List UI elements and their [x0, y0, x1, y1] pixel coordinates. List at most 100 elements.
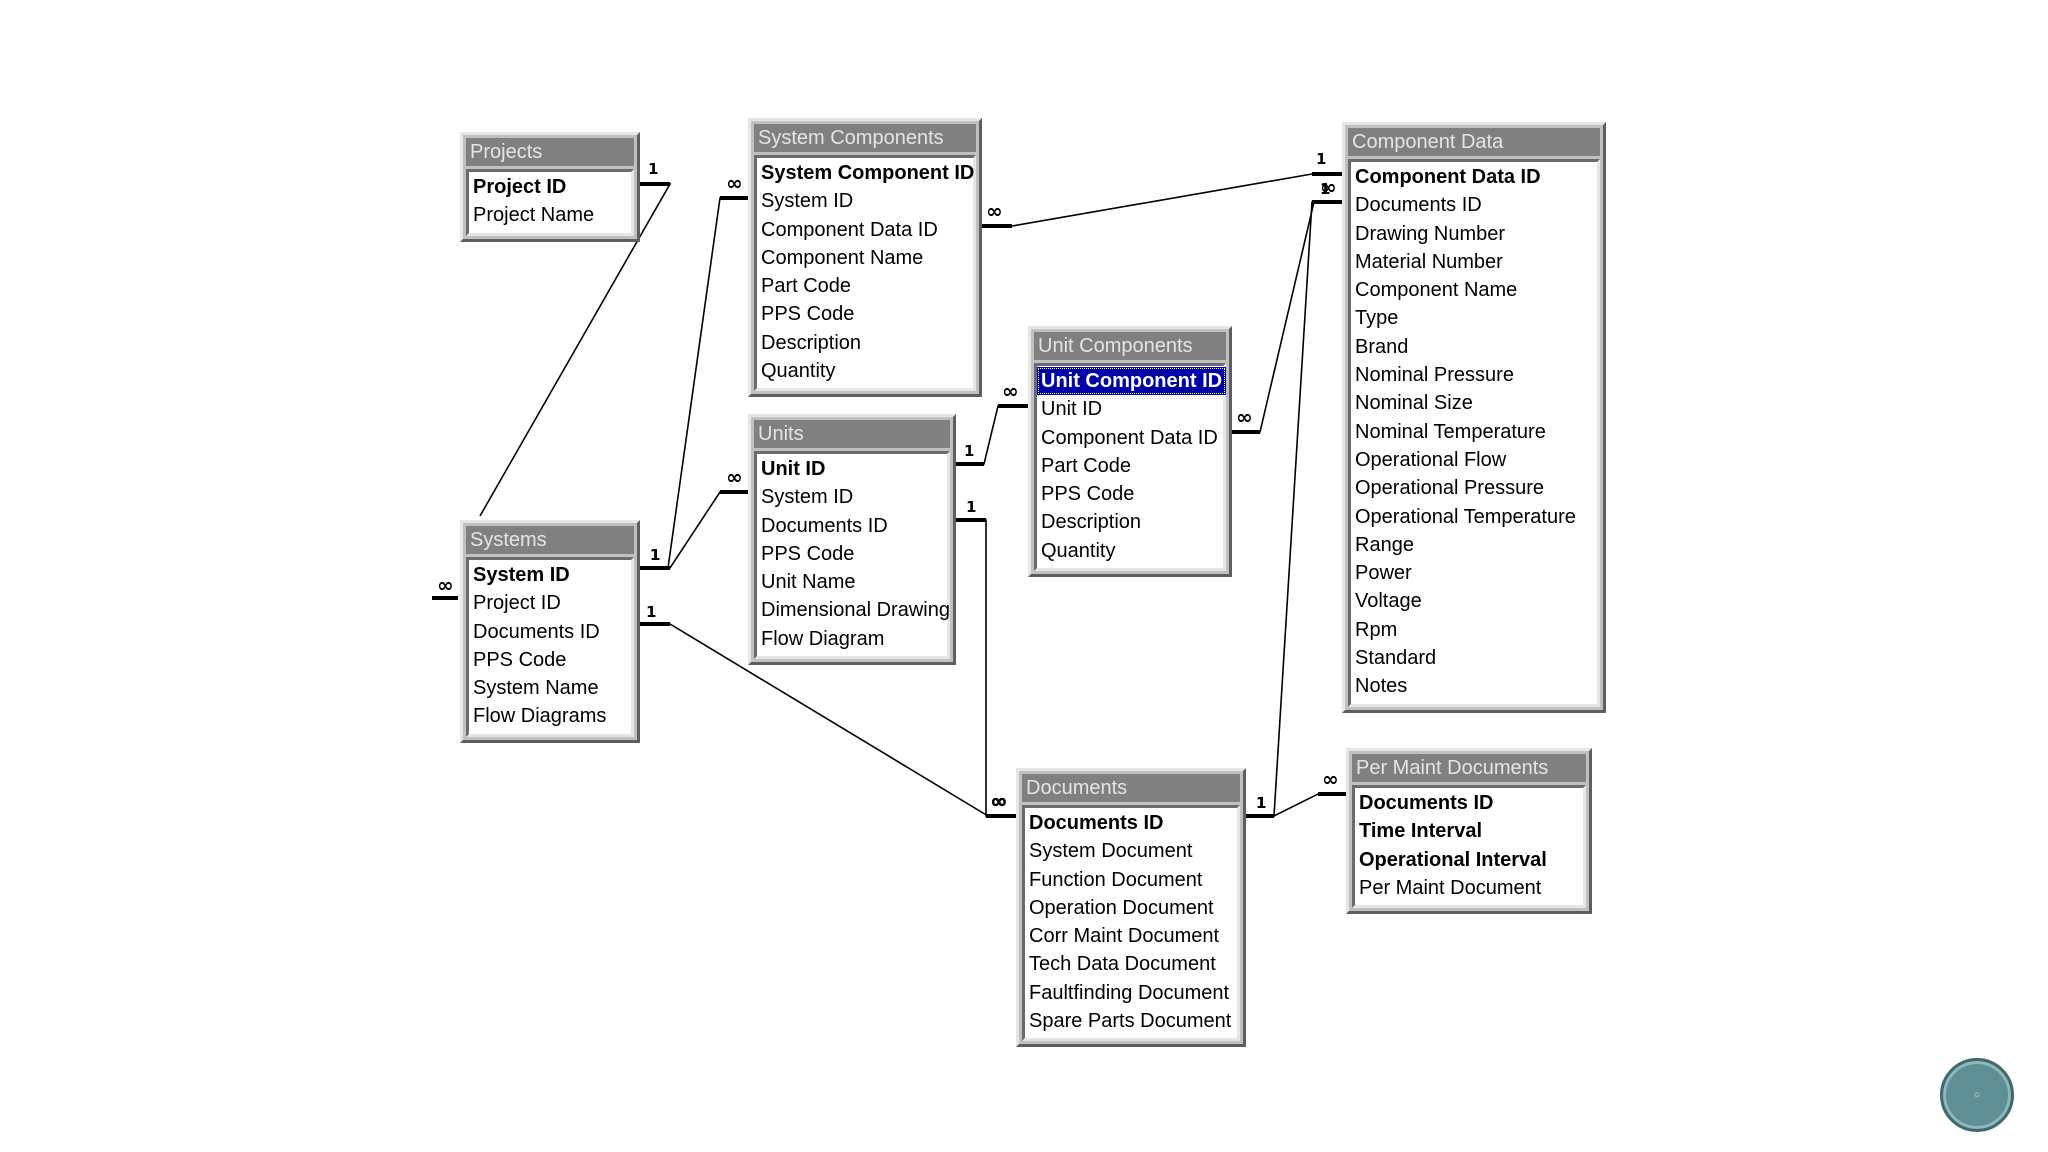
- field-row[interactable]: Operational Temperature: [1355, 503, 1593, 531]
- table-title[interactable]: Units: [754, 420, 950, 448]
- field-row[interactable]: Dimensional Drawing: [761, 596, 950, 624]
- table-title[interactable]: Systems: [466, 526, 634, 554]
- field-row[interactable]: PPS Code: [761, 540, 943, 568]
- field-row[interactable]: Function Document: [1029, 866, 1233, 894]
- field-row[interactable]: Quantity: [761, 357, 969, 385]
- field-row[interactable]: Component Data ID: [1355, 163, 1593, 191]
- field-row[interactable]: Component Name: [761, 244, 969, 272]
- field-row[interactable]: Tech Data Document: [1029, 950, 1233, 978]
- relationship-component_data-system_components[interactable]: 1∞: [982, 150, 1342, 228]
- table-title[interactable]: System Components: [754, 124, 976, 152]
- field-row[interactable]: Operation Document: [1029, 894, 1233, 922]
- relationship-line[interactable]: [956, 405, 1028, 465]
- field-row[interactable]: Operational Pressure: [1355, 474, 1593, 502]
- table-title[interactable]: Component Data: [1348, 128, 1600, 156]
- field-row[interactable]: Documents ID: [1029, 809, 1233, 837]
- table-title[interactable]: Per Maint Documents: [1352, 754, 1586, 782]
- field-row[interactable]: Range: [1355, 531, 1593, 559]
- field-row[interactable]: Component Data ID: [1041, 424, 1219, 452]
- field-row[interactable]: Part Code: [761, 272, 969, 300]
- relationship-line[interactable]: [1232, 201, 1342, 433]
- field-row[interactable]: Operational Interval: [1359, 846, 1579, 874]
- field-row[interactable]: Per Maint Document: [1359, 874, 1579, 902]
- relationship-line[interactable]: [982, 173, 1342, 227]
- field-row[interactable]: Project ID: [473, 589, 627, 617]
- field-row[interactable]: Documents ID: [473, 618, 627, 646]
- field-row[interactable]: Project ID: [473, 173, 627, 201]
- field-row[interactable]: Component Name: [1355, 276, 1593, 304]
- field-name: Operational Temperature: [1355, 505, 1576, 528]
- relationship-units-documents[interactable]: 1∞: [956, 498, 1016, 818]
- field-row[interactable]: Unit Component ID: [1037, 367, 1227, 396]
- field-row[interactable]: Component Data ID: [761, 216, 969, 244]
- field-row[interactable]: Brand: [1355, 333, 1593, 361]
- field-row[interactable]: Type: [1355, 304, 1593, 332]
- field-row[interactable]: PPS Code: [473, 646, 627, 674]
- field-row[interactable]: System ID: [761, 483, 943, 511]
- field-row[interactable]: Unit ID: [1041, 395, 1219, 423]
- field-row[interactable]: System Component ID: [761, 159, 974, 187]
- field-name: Flow Diagram: [761, 627, 885, 650]
- field-row[interactable]: PPS Code: [761, 300, 969, 328]
- field-row[interactable]: Standard: [1355, 644, 1593, 672]
- cardinality-many-label: ∞: [726, 171, 743, 195]
- field-row[interactable]: Operational Flow: [1355, 446, 1593, 474]
- field-row[interactable]: Unit ID: [761, 455, 943, 483]
- field-row[interactable]: Faultfinding Document: [1029, 979, 1233, 1007]
- table-title[interactable]: Documents: [1022, 774, 1240, 802]
- field-name: Project Name: [473, 204, 595, 227]
- nav-button[interactable]: ◦: [1940, 1058, 2014, 1132]
- field-row[interactable]: Corr Maint Document: [1029, 922, 1233, 950]
- field-row[interactable]: System Name: [473, 674, 627, 702]
- field-row[interactable]: Project Name: [473, 201, 627, 229]
- relationship-systems-units[interactable]: 1∞: [640, 465, 748, 570]
- field-row[interactable]: Drawing Number: [1355, 220, 1593, 248]
- field-row[interactable]: Documents ID: [1355, 191, 1593, 219]
- relationship-line[interactable]: [1246, 793, 1346, 817]
- relationship-systems-system_components[interactable]: 1∞: [640, 171, 748, 570]
- field-row[interactable]: Nominal Pressure: [1355, 361, 1593, 389]
- field-row[interactable]: Quantity: [1041, 537, 1219, 565]
- field-row[interactable]: Part Code: [1041, 452, 1219, 480]
- field-row[interactable]: Spare Parts Document: [1029, 1007, 1233, 1035]
- field-row[interactable]: Documents ID: [1359, 789, 1579, 817]
- field-row[interactable]: Notes: [1355, 672, 1593, 700]
- relationship-documents-component_data[interactable]: 1∞: [1246, 175, 1342, 818]
- field-row[interactable]: System ID: [761, 187, 969, 215]
- table-projects[interactable]: Projects Project ID Project Name: [460, 132, 640, 242]
- relationship-component_data-unit_components[interactable]: 1∞: [1232, 180, 1342, 434]
- cardinality-many-label: ∞: [1002, 379, 1019, 403]
- relationship-line[interactable]: [640, 197, 748, 569]
- field-row[interactable]: Unit Name: [761, 568, 943, 596]
- field-row[interactable]: Flow Diagrams: [473, 702, 627, 730]
- field-row[interactable]: Material Number: [1355, 248, 1593, 276]
- field-row[interactable]: Time Interval: [1359, 817, 1579, 845]
- table-title[interactable]: Projects: [466, 138, 634, 166]
- relationship-line[interactable]: [640, 491, 748, 569]
- field-row[interactable]: Description: [761, 329, 969, 357]
- field-name: Project ID: [473, 592, 561, 615]
- field-row[interactable]: Flow Diagram: [761, 625, 943, 653]
- field-row[interactable]: System ID: [473, 561, 627, 589]
- field-row[interactable]: Rpm: [1355, 616, 1593, 644]
- field-row[interactable]: Power: [1355, 559, 1593, 587]
- field-row[interactable]: Nominal Temperature: [1355, 418, 1593, 446]
- relationship-line[interactable]: [1246, 201, 1342, 817]
- field-row[interactable]: Description: [1041, 508, 1219, 536]
- relationship-documents-per_maint_documents[interactable]: 1∞: [1246, 767, 1346, 818]
- table-title[interactable]: Unit Components: [1034, 332, 1226, 360]
- field-row[interactable]: System Document: [1029, 837, 1233, 865]
- relationship-line[interactable]: [956, 519, 1016, 817]
- field-row[interactable]: Documents ID: [761, 512, 943, 540]
- field-row[interactable]: Voltage: [1355, 587, 1593, 615]
- field-row[interactable]: Nominal Size: [1355, 389, 1593, 417]
- field-row[interactable]: PPS Code: [1041, 480, 1219, 508]
